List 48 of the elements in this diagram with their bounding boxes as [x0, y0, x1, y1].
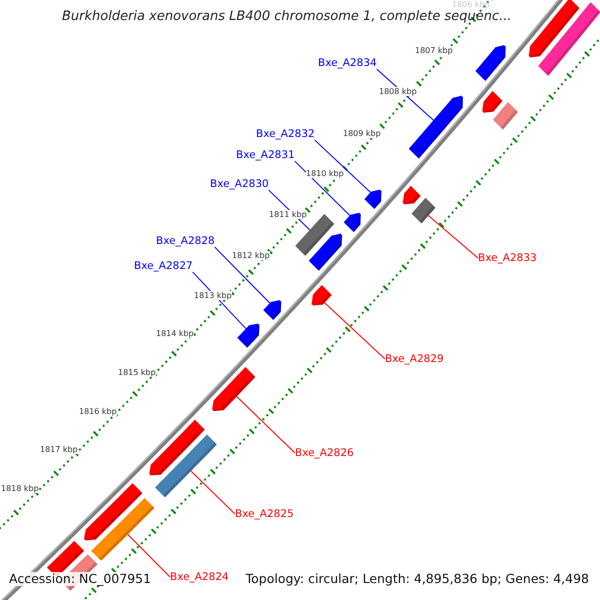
gene-label: Bxe_A2825 — [235, 508, 294, 520]
gene-bar — [91, 498, 154, 561]
gene-label: Bxe_A2829 — [385, 353, 444, 366]
leader-line — [214, 246, 270, 304]
leader-line — [324, 302, 386, 360]
position-label: 1812 kbp — [232, 251, 270, 260]
gene-bar — [493, 102, 518, 130]
position-label: 1813 kbp — [194, 291, 232, 300]
leader-line — [190, 470, 236, 515]
leader-line — [314, 140, 372, 193]
gene-block — [312, 285, 332, 306]
leader-line — [127, 534, 170, 578]
position-label: 1818 kbp — [1, 484, 39, 494]
position-label: 1817 kbp — [40, 445, 78, 454]
gene-label: Bxe_A2831 — [236, 149, 295, 162]
position-label: 1814 kbp — [156, 329, 194, 338]
gene-block — [402, 186, 421, 204]
gene-bar — [155, 434, 217, 498]
gene-label: Bxe_A2826 — [295, 447, 354, 460]
gene-block — [364, 189, 382, 209]
gene-label: Bxe_A2828 — [156, 235, 215, 248]
gene-block — [408, 96, 463, 159]
gene-label: Bxe_A2834 — [318, 57, 377, 70]
position-label: 1808 kbp — [379, 87, 417, 96]
gene-label: Bxe_A2827 — [134, 260, 193, 272]
position-label: 1816 kbp — [79, 407, 117, 416]
leader-line — [294, 160, 350, 216]
leader-line — [236, 396, 296, 454]
gene-block — [308, 234, 342, 271]
gene-bar — [412, 198, 436, 224]
leader-line — [428, 215, 478, 259]
gene-block — [212, 367, 256, 412]
position-label: 1815 kbp — [118, 368, 156, 378]
gene-label: Bxe_A2824 — [170, 571, 229, 584]
map-title: Burkholderia xenovorans LB400 chromosome 1, complete sequenc... — [62, 10, 512, 25]
gene-label: Bxe_A2830 — [210, 178, 269, 190]
position-label: 1807 kbp — [415, 46, 453, 56]
gene-block — [476, 44, 506, 81]
gene-block — [344, 212, 361, 232]
gene-block — [237, 323, 260, 348]
gene-label: Bxe_A2833 — [478, 252, 537, 264]
gene-block — [263, 300, 282, 320]
position-label: 1810 kbp — [306, 169, 344, 178]
gene-bar — [538, 2, 600, 76]
gene-label: Bxe_A2832 — [256, 128, 315, 140]
position-label: 1811 kbp — [269, 210, 307, 220]
gene-block — [482, 90, 503, 113]
position-label: 1809 kbp — [343, 129, 381, 138]
